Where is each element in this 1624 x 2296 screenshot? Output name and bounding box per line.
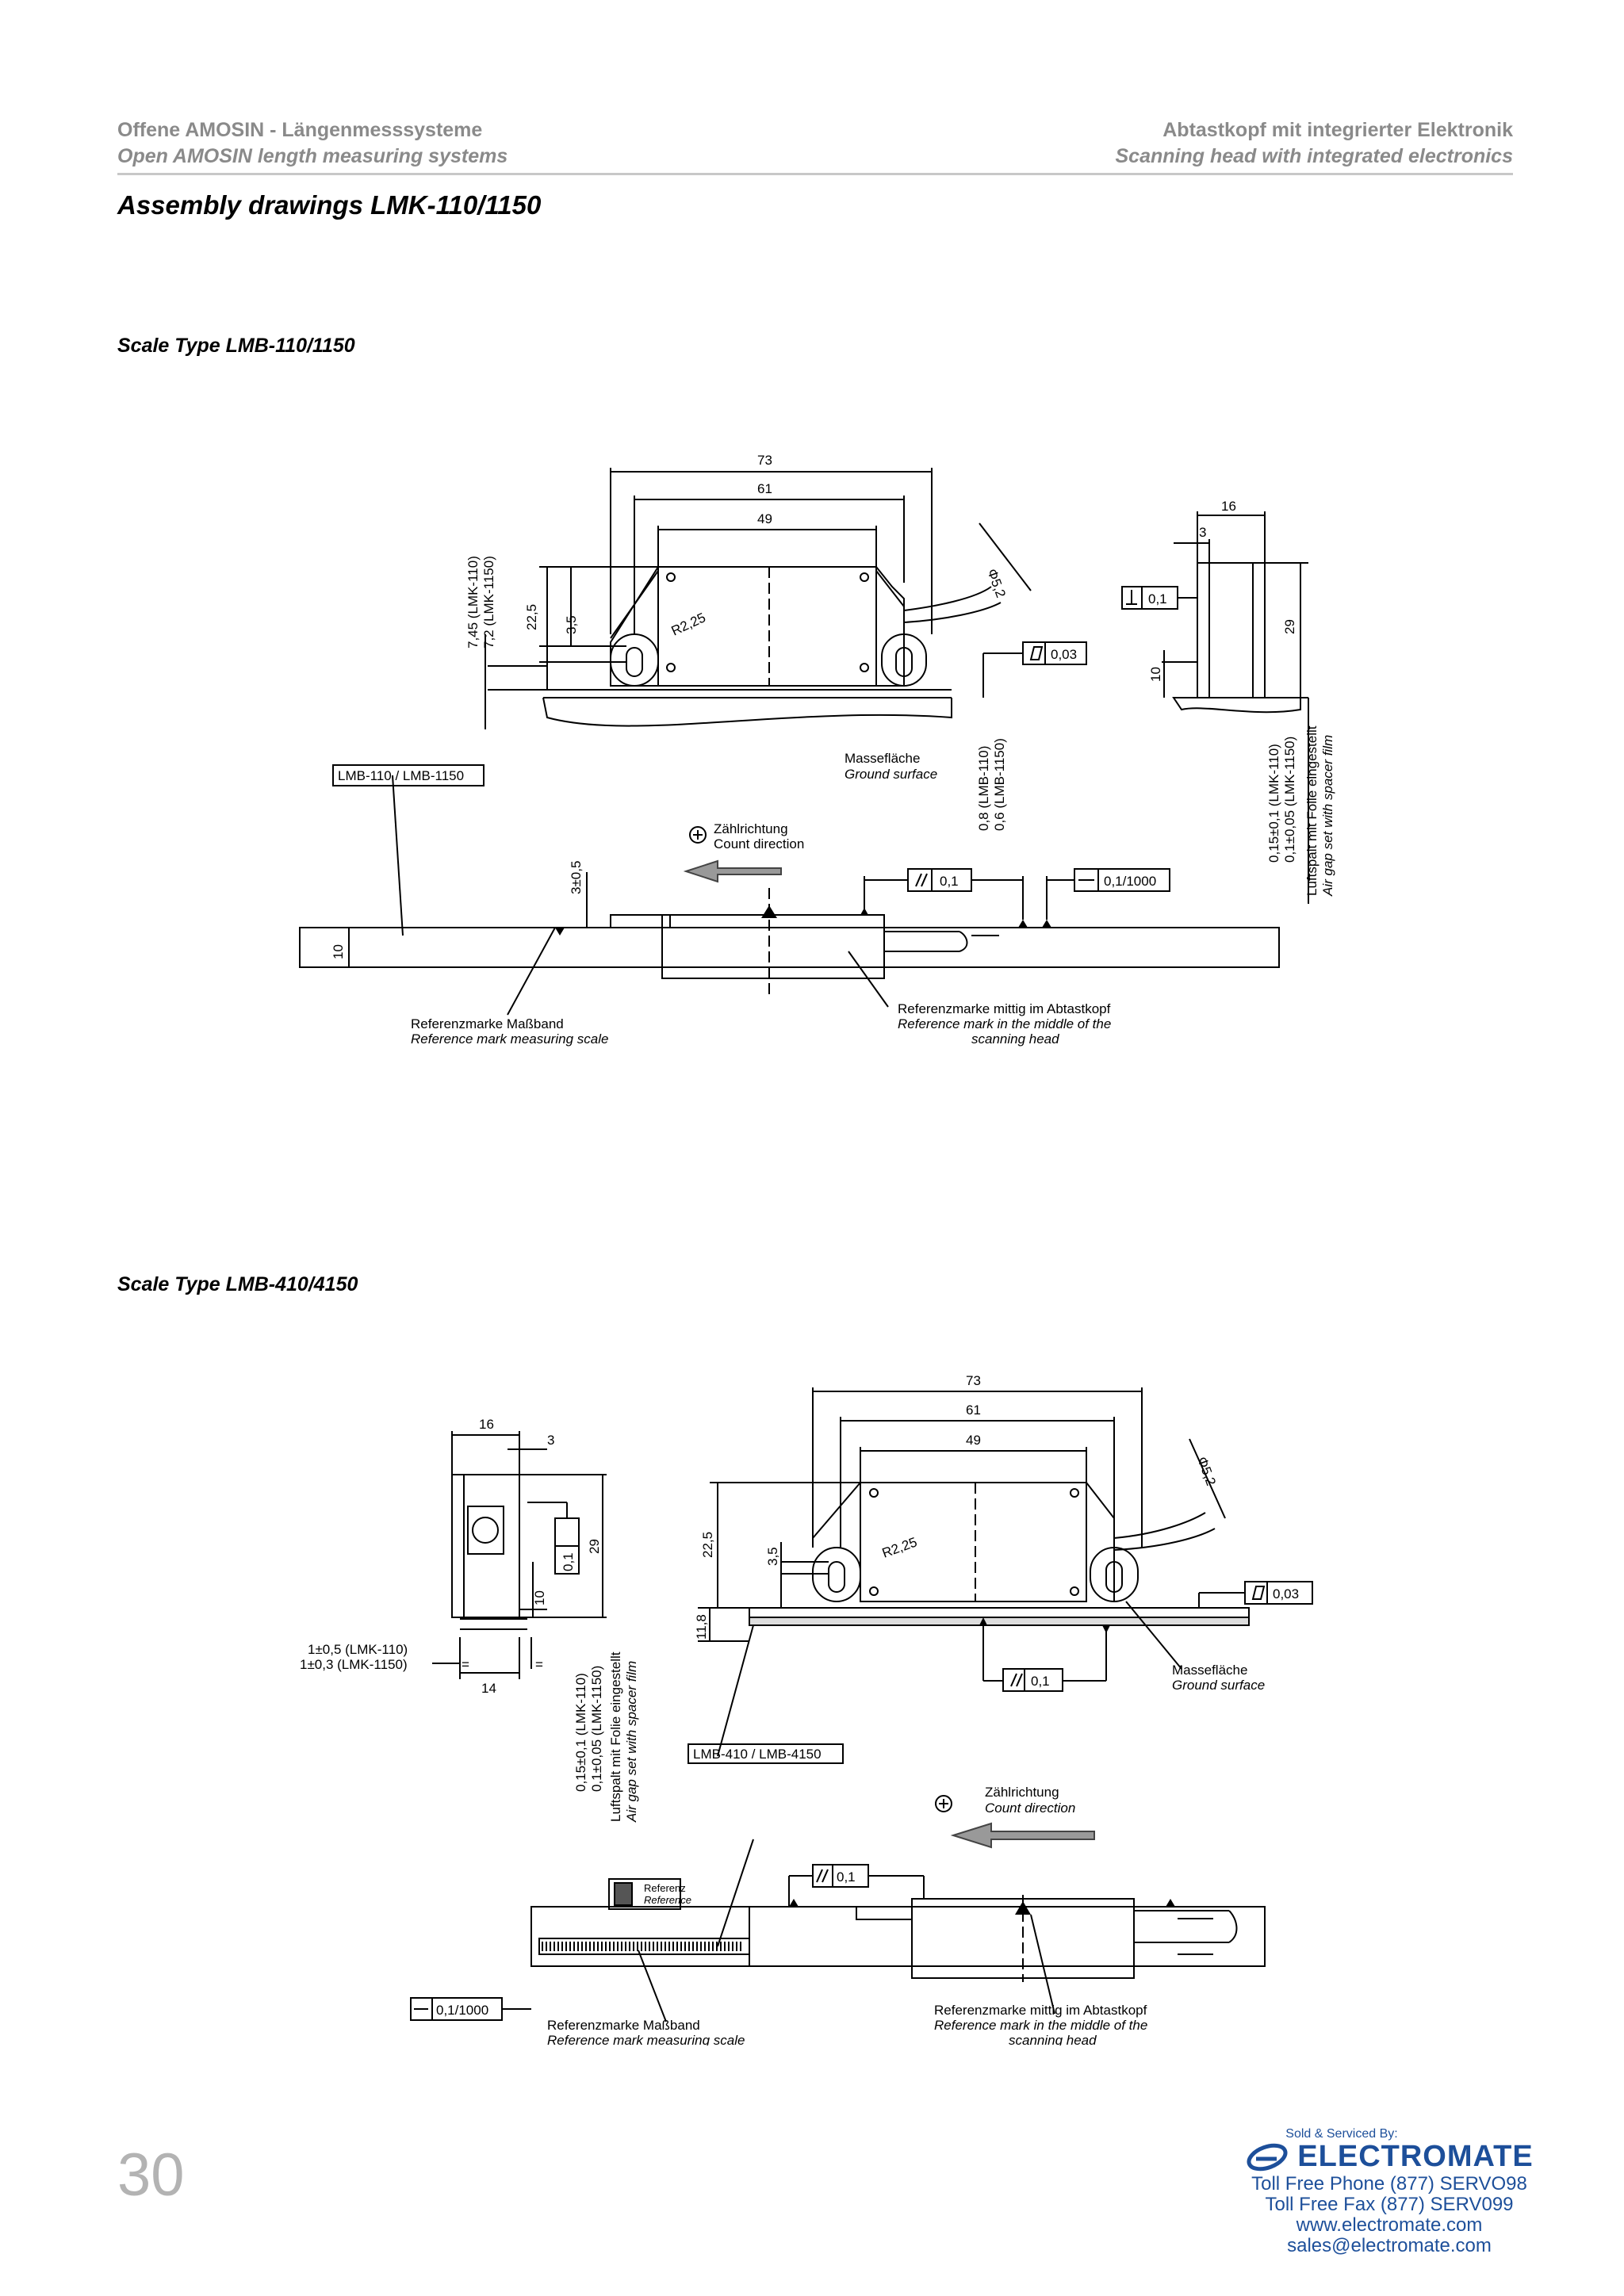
ref2-scale-en: Reference mark measuring scale: [547, 2033, 745, 2045]
ground2-en: Ground surface: [1172, 1678, 1265, 1693]
page-number: 30: [117, 2141, 185, 2209]
height-lmk110: 7,45 (LMK-110): [465, 556, 481, 649]
dim2-3-5: 3,5: [765, 1547, 780, 1566]
tol2-straight: 0,1/1000: [436, 2003, 488, 2018]
dim-10-rail: 10: [331, 944, 346, 959]
eq-mark-left: =: [462, 1657, 469, 1672]
ref-head-en1: Reference mark in the middle of the: [898, 1016, 1111, 1031]
dim-3-side: 3: [1199, 525, 1206, 540]
section-heading-lmb410: Scale Type LMB-410/4150: [117, 1273, 358, 1295]
brand-row: ELECTROMATE: [1231, 2140, 1548, 2174]
offset-lmk1150: 1±0,3 (LMK-1150): [300, 1657, 408, 1672]
toll-free-phone: Toll Free Phone (877) SERVO98: [1251, 2173, 1527, 2195]
dim2-22-5: 22,5: [700, 1532, 715, 1558]
email-link[interactable]: sales@electromate.com: [1287, 2235, 1492, 2256]
air-gap-de: Luftspalt mit Folie eingestellt: [1304, 725, 1320, 896]
tol-parallel: 0,1: [940, 874, 959, 889]
electromate-logo-icon: [1247, 2143, 1288, 2171]
dim2-73: 73: [966, 1373, 981, 1388]
tol2-perp: 0,1: [561, 1552, 576, 1571]
dim-r2-25: R2,25: [669, 610, 708, 638]
tol2-par2: 0,1: [837, 1869, 856, 1885]
scale2-label: LMB-410 / LMB-4150: [693, 1747, 822, 1762]
ref-triangle-head: [761, 905, 777, 918]
header-left-de: Offene AMOSIN - Längenmesssysteme: [117, 119, 483, 141]
ref2-scale-de: Referenzmarke Maßband: [547, 2018, 700, 2033]
height-lmk1150: 7,2 (LMK-1150): [481, 556, 496, 649]
ref2-head-en1: Reference mark in the middle of the: [934, 2018, 1147, 2033]
header-right: Abtastkopf mit integrierter Elektronik S…: [1116, 117, 1514, 170]
air2-de: Luftspalt mit Folie eingestellt: [608, 1651, 623, 1822]
ref2-head-de: Referenzmarke mittig im Abtastkopf: [934, 2003, 1147, 2018]
dim-3pm0-5: 3±0,5: [569, 861, 584, 894]
air2-lmk110: 0,15±0,1 (LMK-110): [573, 1673, 588, 1792]
website-link[interactable]: www.electromate.com: [1296, 2214, 1483, 2236]
dim-29-side: 29: [1282, 619, 1297, 634]
gap-lmb1150: 0,6 (LMB-1150): [992, 738, 1007, 831]
ref-scale-en: Reference mark measuring scale: [411, 1031, 608, 1047]
tol-flatness: 0,03: [1051, 647, 1077, 662]
tol-straightness: 0,1/1000: [1104, 874, 1156, 889]
dim2-phi: Φ5,2: [1194, 1455, 1219, 1487]
scale-label: LMB-110 / LMB-1150: [338, 768, 464, 783]
assembly-drawing-lmb110: 73 61 49 16 3 29 10 22,5 3,5 R2,25 Φ5,2 …: [299, 453, 1335, 1047]
tol-perpendicular: 0,1: [1148, 591, 1167, 607]
ref-triangle-scale: [555, 928, 565, 936]
tol2-par: 0,1: [1031, 1674, 1050, 1689]
gap-lmb110: 0,8 (LMB-110): [976, 746, 991, 831]
scale-hatching: [542, 1942, 741, 1951]
count-direction-de: Zählrichtung: [714, 821, 788, 836]
sold-serviced-label: Sold & Serviced By:: [1285, 2127, 1398, 2141]
section-heading-lmb110: Scale Type LMB-110/1150: [117, 335, 355, 357]
ref-scale-de: Referenzmarke Maßband: [411, 1016, 564, 1031]
dim-22-5: 22,5: [524, 604, 539, 630]
dim2-r2-25: R2,25: [880, 1534, 919, 1560]
dim-10-side: 10: [1148, 667, 1163, 682]
referenz-de: Referenz: [644, 1882, 686, 1894]
air-gap-lmk1150: 0,1±0,05 (LMK-1150): [1282, 737, 1297, 863]
ground-surface-en: Ground surface: [845, 767, 937, 782]
footer-electromate: Sold & Serviced By: ELECTROMATE Toll Fre…: [1231, 2127, 1548, 2256]
ref-head-de: Referenzmarke mittig im Abtastkopf: [898, 1001, 1111, 1016]
ref2-head-en2: scanning head: [1009, 2033, 1097, 2045]
dim2-61: 61: [966, 1402, 981, 1418]
dim2-11-8: 11,8: [694, 1614, 709, 1640]
header-divider: [117, 173, 1513, 175]
header-right-en: Scanning head with integrated electronic…: [1115, 145, 1514, 167]
tol2-flat: 0,03: [1273, 1586, 1299, 1601]
dim-61: 61: [757, 481, 772, 496]
ref-head-en2: scanning head: [971, 1031, 1059, 1047]
dim-73: 73: [757, 453, 772, 468]
dim2-49: 49: [966, 1433, 981, 1448]
header-left-en: Open AMOSIN length measuring systems: [117, 145, 508, 167]
dim2-16: 16: [479, 1417, 494, 1432]
header-left: Offene AMOSIN - Längenmesssysteme Open A…: [117, 117, 508, 170]
ground-surface-de: Massefläche: [845, 751, 920, 766]
toll-free-fax: Toll Free Fax (877) SERV099: [1265, 2194, 1514, 2215]
ground2-de: Massefläche: [1172, 1663, 1247, 1678]
dim2-14: 14: [481, 1681, 496, 1696]
dim2-10: 10: [532, 1590, 547, 1605]
dim-3-5: 3,5: [564, 615, 579, 634]
dim2-29: 29: [587, 1539, 602, 1554]
eq-mark-right: =: [535, 1657, 543, 1672]
dim-phi-5-2: Φ5,2: [984, 567, 1009, 599]
air2-en: Air gap set with spacer film: [624, 1661, 639, 1823]
referenz-en: Reference: [644, 1894, 691, 1906]
count2-de: Zählrichtung: [985, 1785, 1059, 1800]
count2-en: Count direction: [985, 1800, 1075, 1816]
count-direction-en: Count direction: [714, 836, 804, 851]
ref-triangle-head-2: [1015, 1901, 1031, 1915]
air-gap-en: Air gap set with spacer film: [1320, 735, 1335, 897]
brand-name: ELECTROMATE: [1297, 2140, 1534, 2173]
air-gap-lmk110: 0,15±0,1 (LMK-110): [1266, 744, 1281, 863]
air2-lmk1150: 0,1±0,05 (LMK-1150): [589, 1666, 604, 1792]
offset-lmk110: 1±0,5 (LMK-110): [308, 1642, 408, 1657]
dim2-3: 3: [547, 1433, 554, 1448]
dim-49: 49: [757, 511, 772, 526]
assembly-drawing-lmb410: 73 61 49 16 3 29 10 0,1 14 = = 1±0,5 (LM…: [300, 1373, 1313, 2045]
header-right-de: Abtastkopf mit integrierter Elektronik: [1162, 119, 1513, 141]
page-title: Assembly drawings LMK-110/1150: [117, 190, 542, 220]
dim-16-side: 16: [1221, 499, 1236, 514]
